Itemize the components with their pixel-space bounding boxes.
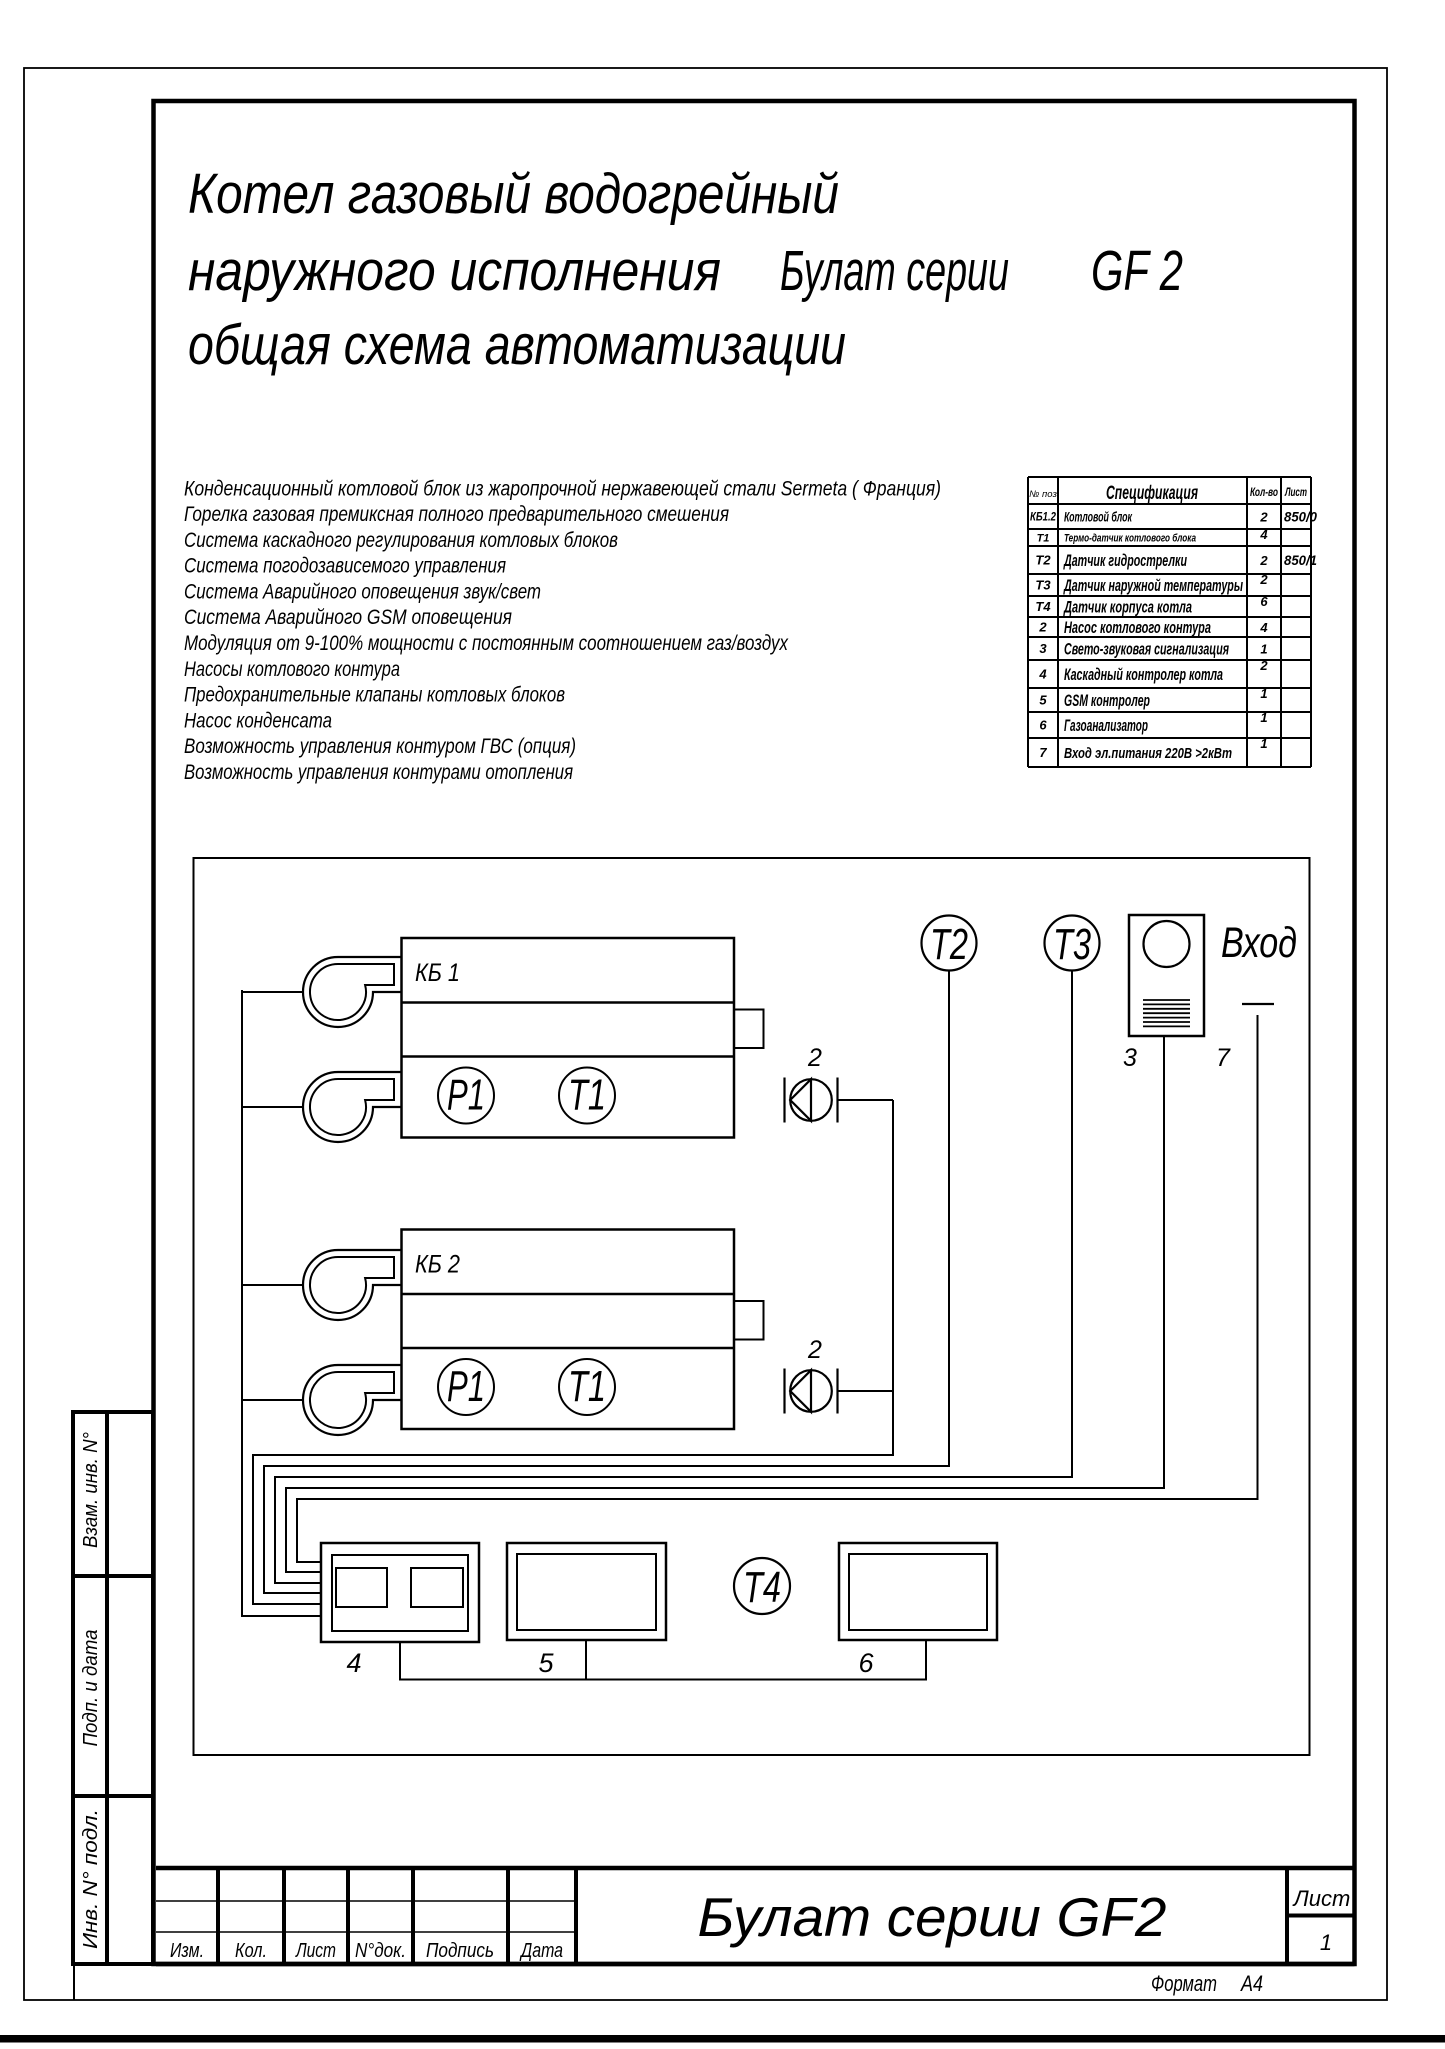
svg-text:Вход эл.питания 220В >2кВт: Вход эл.питания 220В >2кВт: [1064, 745, 1232, 762]
svg-text:2: 2: [1038, 620, 1047, 635]
svg-text:Дата: Дата: [519, 1940, 563, 1962]
svg-text:2: 2: [1259, 658, 1268, 673]
svg-text:3: 3: [1039, 641, 1047, 656]
svg-text:Подпись: Подпись: [426, 1940, 494, 1962]
svg-text:850/1: 850/1: [1284, 553, 1317, 568]
svg-text:Т3: Т3: [1035, 578, 1051, 593]
svg-text:Взам. инв. N°: Взам. инв. N°: [80, 1432, 102, 1548]
svg-text:1: 1: [1260, 736, 1267, 751]
svg-text:общая схема автоматизации: общая схема автоматизации: [188, 313, 846, 377]
svg-text:6: 6: [858, 1648, 874, 1678]
svg-text:Булат серии GF2: Булат серии GF2: [698, 1886, 1167, 1948]
svg-text:Лист: Лист: [1284, 485, 1307, 499]
svg-text:7: 7: [1216, 1044, 1231, 1072]
svg-text:2: 2: [1259, 510, 1268, 525]
svg-text:Кол-во: Кол-во: [1250, 485, 1278, 499]
svg-text:Предохранительные клапаны котл: Предохранительные клапаны котловых блоко…: [184, 683, 565, 707]
svg-text:T1: T1: [568, 1362, 606, 1411]
svg-text:6: 6: [1039, 718, 1047, 733]
svg-text:КБ 2: КБ 2: [415, 1251, 460, 1279]
svg-text:А4: А4: [1239, 1971, 1263, 1996]
svg-text:2: 2: [807, 1044, 822, 1072]
svg-text:Насос котлового контура: Насос котлового контура: [1064, 618, 1211, 637]
svg-text:Датчик наружной температуры: Датчик наружной температуры: [1063, 576, 1244, 595]
svg-text:Возможность управления контуро: Возможность управления контуром ГВС (опц…: [184, 734, 576, 758]
svg-text:Модуляция от 9-100% мощности с: Модуляция от 9-100% мощности с постоянны…: [184, 631, 789, 655]
svg-text:№ поз: № поз: [1029, 489, 1057, 500]
svg-text:Насосы котлового контура: Насосы котлового контура: [184, 657, 400, 681]
svg-text:Т4: Т4: [1035, 599, 1051, 614]
svg-text:Система каскадного регулирован: Система каскадного регулирования котловы…: [184, 528, 618, 552]
svg-text:Система Аварийного оповещения: Система Аварийного оповещения звук/свет: [184, 579, 541, 603]
svg-text:1: 1: [1260, 710, 1267, 725]
svg-text:Система погодозависемого управ: Система погодозависемого управления: [184, 554, 506, 578]
svg-text:наружного исполнения: наружного исполнения: [188, 239, 721, 303]
svg-text:Формат: Формат: [1151, 1971, 1217, 1996]
svg-text:T3: T3: [1053, 920, 1091, 969]
svg-text:N°док.: N°док.: [355, 1940, 406, 1962]
svg-text:Каскадный контролер котла: Каскадный контролер котла: [1064, 665, 1223, 684]
svg-text:4: 4: [1259, 620, 1268, 635]
svg-text:GSM контролер: GSM контролер: [1064, 691, 1150, 710]
svg-text:Подп. и дата: Подп. и дата: [80, 1630, 102, 1747]
svg-text:Конденсационный котловой блок: Конденсационный котловой блок из жаропро…: [184, 476, 941, 500]
svg-text:P1: P1: [447, 1071, 485, 1120]
svg-text:Спецификация: Спецификация: [1106, 483, 1198, 504]
svg-text:2: 2: [1259, 572, 1268, 587]
svg-text:Котел газовый водогрейный: Котел газовый водогрейный: [188, 162, 839, 226]
svg-text:Возможность управления контура: Возможность управления контурами отоплен…: [184, 760, 573, 784]
svg-text:Горелка газовая премиксная пол: Горелка газовая премиксная полного предв…: [184, 502, 729, 526]
svg-text:Инв. N° подл.: Инв. N° подл.: [80, 1809, 102, 1949]
svg-text:Свето-звуковая сигнализация: Свето-звуковая сигнализация: [1064, 640, 1229, 659]
svg-text:4: 4: [1259, 527, 1268, 542]
svg-text:T4: T4: [743, 1563, 781, 1612]
svg-text:6: 6: [1260, 594, 1268, 609]
svg-text:КБ1.2: КБ1.2: [1030, 512, 1056, 524]
svg-text:T2: T2: [930, 920, 968, 969]
svg-text:7: 7: [1039, 745, 1047, 760]
svg-text:850/0: 850/0: [1284, 510, 1317, 525]
svg-text:Термо-датчик котлового блока: Термо-датчик котлового блока: [1064, 532, 1196, 544]
svg-text:Изм.: Изм.: [170, 1940, 204, 1962]
svg-text:T1: T1: [568, 1071, 606, 1120]
svg-text:Газоанализатор: Газоанализатор: [1064, 716, 1148, 735]
svg-text:5: 5: [1039, 693, 1047, 708]
svg-text:5: 5: [538, 1648, 554, 1678]
svg-text:Датчик корпуса котла: Датчик корпуса котла: [1063, 598, 1192, 617]
svg-text:2: 2: [1259, 553, 1268, 568]
svg-text:Вход: Вход: [1221, 919, 1297, 967]
svg-text:3: 3: [1123, 1044, 1137, 1072]
svg-text:Лист: Лист: [1292, 1886, 1351, 1911]
svg-text:Котловой блок: Котловой блок: [1064, 509, 1133, 524]
svg-text:Датчик гидрострелки: Датчик гидрострелки: [1063, 551, 1188, 570]
svg-text:Булат серии: Булат серии: [780, 239, 1009, 303]
svg-text:Система Аварийного GSM опове: Система Аварийного GSM оповещения: [184, 605, 512, 629]
svg-text:4: 4: [346, 1648, 361, 1678]
svg-text:1: 1: [1260, 686, 1267, 701]
svg-text:4: 4: [1038, 667, 1047, 682]
svg-text:1: 1: [1260, 642, 1267, 657]
svg-text:P1: P1: [447, 1362, 485, 1411]
svg-text:Т1: Т1: [1037, 532, 1050, 544]
svg-text:Насос конденсата: Насос конденсата: [184, 708, 332, 732]
svg-text:Лист: Лист: [294, 1940, 336, 1962]
svg-text:Т2: Т2: [1035, 553, 1051, 568]
svg-text:GF 2: GF 2: [1091, 239, 1183, 303]
svg-text:Кол.: Кол.: [235, 1940, 267, 1962]
svg-text:1: 1: [1320, 1930, 1332, 1955]
svg-text:2: 2: [807, 1336, 822, 1364]
svg-text:КБ 1: КБ 1: [415, 959, 460, 987]
